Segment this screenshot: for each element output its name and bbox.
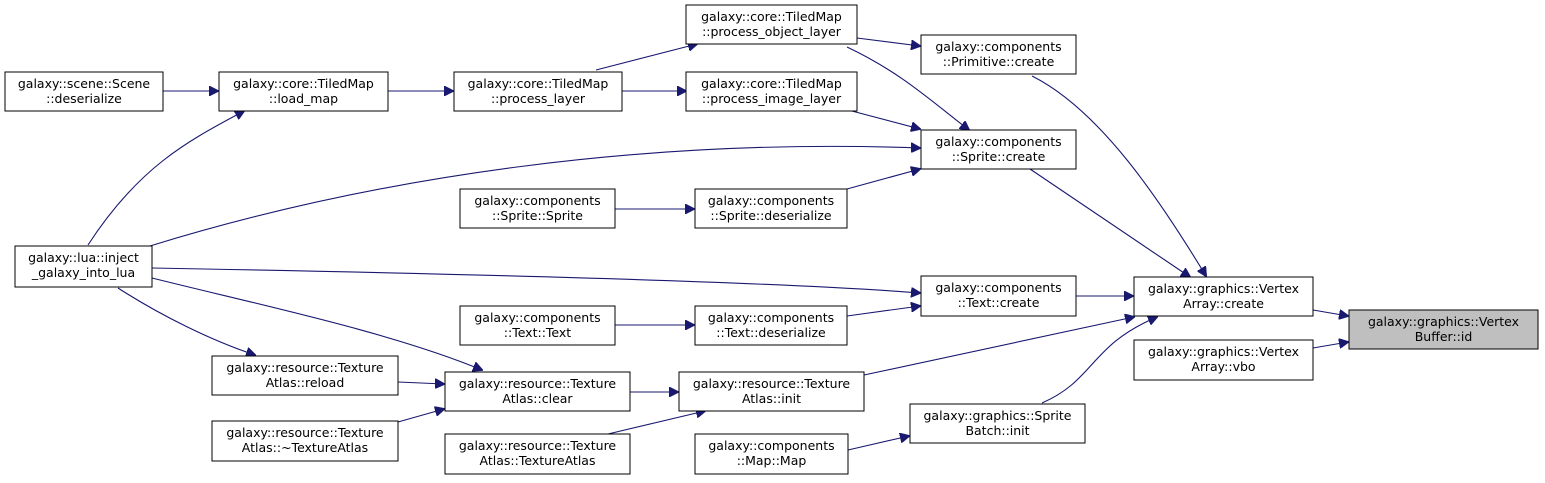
node-vertex-array-create-line1: galaxy::graphics::Vertex — [1148, 281, 1299, 296]
edge-ta-dtor-to-ta-clear — [397, 409, 444, 423]
node-texture-atlas-dtor-line2: Atlas::~TextureAtlas — [242, 440, 368, 455]
node-process-image-layer-line2: ::process_image_layer — [702, 91, 842, 106]
node-primitive-create-line2: ::Primitive::create — [943, 54, 1055, 69]
node-process-layer[interactable]: galaxy::core::TiledMap ::process_layer — [453, 71, 623, 112]
node-sprite-batch-init[interactable]: galaxy::graphics::Sprite Batch::init — [909, 403, 1086, 444]
node-texture-atlas-clear[interactable]: galaxy::resource::Texture Atlas::clear — [444, 371, 631, 412]
edge-sprite-create-to-va-create — [1029, 168, 1190, 277]
node-lua-inject[interactable]: galaxy::lua::inject _galaxy_into_lua — [14, 245, 153, 288]
edge-lua-inject-to-sprite-create — [149, 146, 920, 247]
node-process-layer-line2: ::process_layer — [491, 91, 586, 106]
node-sprite-batch-init-line2: Batch::init — [965, 423, 1029, 438]
node-map-map-line2: ::Map::Map — [737, 453, 807, 468]
edge-lua-inject-to-ta-reload — [117, 287, 255, 355]
edge-text-deser-to-text-create — [846, 306, 920, 317]
node-process-image-layer[interactable]: galaxy::core::TiledMap ::process_image_l… — [685, 71, 858, 112]
node-process-object-layer[interactable]: galaxy::core::TiledMap ::process_object_… — [685, 4, 858, 45]
node-text-deserialize-line2: ::Text::deserialize — [716, 325, 826, 340]
node-primitive-create[interactable]: galaxy::components ::Primitive::create — [920, 34, 1077, 75]
node-texture-atlas-clear-line1: galaxy::resource::Texture — [459, 376, 617, 391]
edge-process-image-to-sprite-create — [847, 109, 920, 129]
edge-lua-inject-to-load-map — [87, 111, 244, 246]
edge-ta-init-to-va-create — [863, 317, 1134, 376]
node-vertex-array-create-line2: Array::create — [1183, 296, 1264, 311]
edge-sb-init-to-va-create — [1041, 317, 1157, 404]
node-vertex-array-vbo-line2: Array::vbo — [1191, 359, 1255, 374]
node-sprite-create[interactable]: galaxy::components ::Sprite::create — [920, 129, 1077, 170]
node-primitive-create-line1: galaxy::components — [935, 39, 1061, 54]
node-sprite-deserialize-line1: galaxy::components — [708, 193, 834, 208]
edge-sprite-deser-to-sprite-create — [846, 169, 920, 190]
node-text-text-line1: galaxy::components — [474, 310, 600, 325]
node-lua-inject-line1: galaxy::lua::inject — [28, 250, 139, 265]
node-process-object-layer-line2: ::process_object_layer — [702, 24, 842, 39]
node-map-map[interactable]: galaxy::components ::Map::Map — [694, 433, 849, 475]
node-vertex-buffer-id-line1: galaxy::graphics::Vertex — [1368, 314, 1519, 329]
node-texture-atlas-reload[interactable]: galaxy::resource::Texture Atlas::reload — [211, 355, 399, 396]
node-sprite-deserialize[interactable]: galaxy::components ::Sprite::deserialize — [694, 188, 848, 229]
edge-ta-reload-to-ta-clear — [397, 382, 444, 384]
edge-va-create-to-vb-id — [1312, 309, 1348, 316]
edges — [87, 37, 1348, 451]
node-texture-atlas-reload-line2: Atlas::reload — [266, 375, 345, 390]
node-load-map-line2: ::load_map — [269, 91, 338, 106]
node-sprite-deserialize-line2: ::Sprite::deserialize — [710, 208, 832, 223]
node-texture-atlas-ctor-line1: galaxy::resource::Texture — [459, 438, 617, 453]
node-text-create-line1: galaxy::components — [935, 280, 1061, 295]
node-map-map-line1: galaxy::components — [708, 438, 834, 453]
node-sprite-batch-init-line1: galaxy::graphics::Sprite — [924, 408, 1072, 423]
node-scene-deserialize[interactable]: galaxy::scene::Scene ::deserialize — [4, 71, 164, 112]
node-process-image-layer-line1: galaxy::core::TiledMap — [701, 76, 842, 91]
nodes: galaxy::graphics::Vertex Buffer::id gala… — [4, 4, 1539, 475]
node-texture-atlas-dtor-line1: galaxy::resource::Texture — [226, 425, 384, 440]
edge-lua-inject-to-text-create — [151, 267, 920, 293]
node-vertex-array-vbo[interactable]: galaxy::graphics::Vertex Array::vbo — [1133, 339, 1314, 381]
node-texture-atlas-init-line2: Atlas::init — [742, 391, 801, 406]
edge-va-vbo-to-vb-id — [1312, 342, 1348, 349]
node-scene-deserialize-line1: galaxy::scene::Scene — [18, 76, 151, 91]
edge-process-layer-to-process-object — [595, 44, 697, 71]
edge-lua-inject-to-ta-clear — [151, 277, 482, 370]
node-sprite-sprite-line2: ::Sprite::Sprite — [492, 208, 583, 223]
node-sprite-create-line2: ::Sprite::create — [952, 149, 1046, 164]
node-lua-inject-line2: _galaxy_into_lua — [31, 265, 135, 280]
node-vertex-buffer-id[interactable]: galaxy::graphics::Vertex Buffer::id — [1348, 309, 1539, 350]
node-text-deserialize-line1: galaxy::components — [708, 310, 834, 325]
node-sprite-sprite[interactable]: galaxy::components ::Sprite::Sprite — [459, 188, 616, 229]
node-texture-atlas-ctor-line2: Atlas::TextureAtlas — [480, 453, 596, 468]
node-scene-deserialize-line2: ::deserialize — [46, 91, 122, 106]
node-text-text-line2: ::Text::Text — [504, 325, 572, 340]
node-texture-atlas-init[interactable]: galaxy::resource::Texture Atlas::init — [678, 371, 865, 412]
node-texture-atlas-reload-line1: galaxy::resource::Texture — [226, 360, 384, 375]
edge-ta-ctor-to-ta-init — [607, 411, 705, 435]
node-text-create-line2: ::Text::create — [958, 295, 1040, 310]
node-texture-atlas-init-line1: galaxy::resource::Texture — [693, 376, 851, 391]
edge-prim-create-to-va-create — [1031, 75, 1206, 276]
node-load-map[interactable]: galaxy::core::TiledMap ::load_map — [218, 71, 389, 112]
node-vertex-array-vbo-line1: galaxy::graphics::Vertex — [1148, 344, 1299, 359]
node-texture-atlas-ctor[interactable]: galaxy::resource::Texture Atlas::Texture… — [444, 433, 631, 475]
node-texture-atlas-dtor[interactable]: galaxy::resource::Texture Atlas::~Textur… — [211, 420, 399, 462]
edge-process-object-to-sprite-create — [846, 46, 969, 130]
node-sprite-sprite-line1: galaxy::components — [474, 193, 600, 208]
node-process-object-layer-line1: galaxy::core::TiledMap — [701, 9, 842, 24]
edge-process-object-to-prim-create — [856, 37, 920, 46]
node-process-layer-line1: galaxy::core::TiledMap — [468, 76, 609, 91]
node-text-deserialize[interactable]: galaxy::components ::Text::deserialize — [694, 305, 848, 346]
node-text-create[interactable]: galaxy::components ::Text::create — [920, 275, 1077, 317]
node-texture-atlas-clear-line2: Atlas::clear — [502, 391, 573, 406]
node-vertex-array-create[interactable]: galaxy::graphics::Vertex Array::create — [1133, 276, 1314, 317]
node-sprite-create-line1: galaxy::components — [935, 134, 1061, 149]
node-text-text[interactable]: galaxy::components ::Text::Text — [459, 305, 616, 346]
edge-map-map-to-sb-init — [847, 436, 909, 451]
node-vertex-buffer-id-line2: Buffer::id — [1415, 329, 1473, 344]
node-load-map-line1: galaxy::core::TiledMap — [233, 76, 374, 91]
